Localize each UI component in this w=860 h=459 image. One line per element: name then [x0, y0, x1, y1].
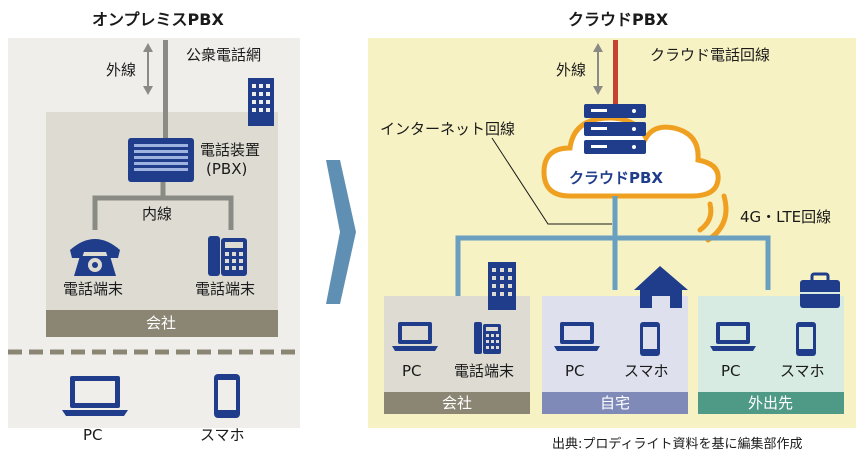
location-home-label: 自宅 — [600, 394, 631, 412]
outer-line-arrow-left — [143, 43, 153, 95]
outer-line-label-left: 外線 — [106, 61, 137, 79]
transition-arrow — [326, 160, 356, 304]
laptop-icon-outside — [710, 322, 756, 351]
phone-label-right: 電話端末 — [195, 280, 256, 298]
internet-line-leader — [491, 137, 612, 225]
pbx-device-icon — [128, 138, 194, 182]
briefcase-icon — [800, 272, 840, 308]
house-icon — [634, 266, 688, 308]
laptop-icon-company — [392, 322, 438, 351]
laptop-icon-left — [62, 376, 128, 416]
internal-line-label: 内線 — [142, 205, 173, 223]
internet-line-label: インターネット回線 — [380, 120, 516, 138]
location-company-item1: PC — [402, 362, 422, 380]
mobile-line-label: 4G・LTE回線 — [740, 208, 832, 226]
onprem-title: オンプレミスPBX — [92, 10, 224, 29]
location-company-item2: 電話端末 — [454, 362, 515, 380]
server-icon — [584, 104, 646, 154]
pbx-label-line2: (PBX) — [206, 160, 248, 178]
source-note: 出典:プロディライト資料を基に編集部作成 — [552, 437, 803, 452]
building-icon — [248, 78, 274, 126]
office-phone-icon-left — [208, 236, 247, 276]
smartphone-icon-home — [640, 322, 660, 356]
location-outside-label: 外出先 — [748, 394, 794, 412]
smartphone-label-left: スマホ — [200, 426, 245, 444]
location-home-item1: PC — [565, 362, 585, 380]
laptop-icon-home — [554, 322, 600, 351]
company-band — [46, 310, 278, 337]
cloud-shape — [541, 115, 721, 199]
cloud-phone-line — [613, 40, 618, 106]
internet-network-lines — [455, 196, 771, 296]
public-network-label: 公衆電話網 — [186, 46, 262, 64]
desk-phone-icon — [70, 239, 120, 276]
location-home-item2: スマホ — [624, 362, 669, 380]
public-network-line — [163, 40, 168, 142]
smartphone-icon-outside — [796, 322, 816, 356]
smartphone-icon-left — [214, 374, 240, 418]
location-band-company — [384, 392, 530, 414]
building-icon-right — [488, 262, 516, 310]
location-company-label: 会社 — [442, 394, 473, 412]
office-phone-icon-company — [474, 322, 501, 354]
phone-label-left: 電話端末 — [63, 280, 124, 298]
location-outside-item2: スマホ — [780, 362, 825, 380]
company-band-label: 会社 — [146, 314, 177, 332]
cloud-phone-line-label: クラウド電話回線 — [650, 46, 771, 64]
internal-line — [92, 182, 234, 230]
pc-label-left: PC — [83, 426, 103, 444]
location-band-home — [542, 392, 688, 414]
location-band-outside — [698, 392, 844, 414]
cloud-title: クラウドPBX — [568, 10, 669, 29]
pbx-label-line1: 電話装置 — [200, 141, 261, 159]
cloud-pbx-label: クラウドPBX — [569, 169, 663, 187]
outer-line-label-right: 外線 — [556, 61, 587, 79]
outer-line-arrow-right — [593, 43, 603, 95]
location-outside-item1: PC — [721, 362, 741, 380]
